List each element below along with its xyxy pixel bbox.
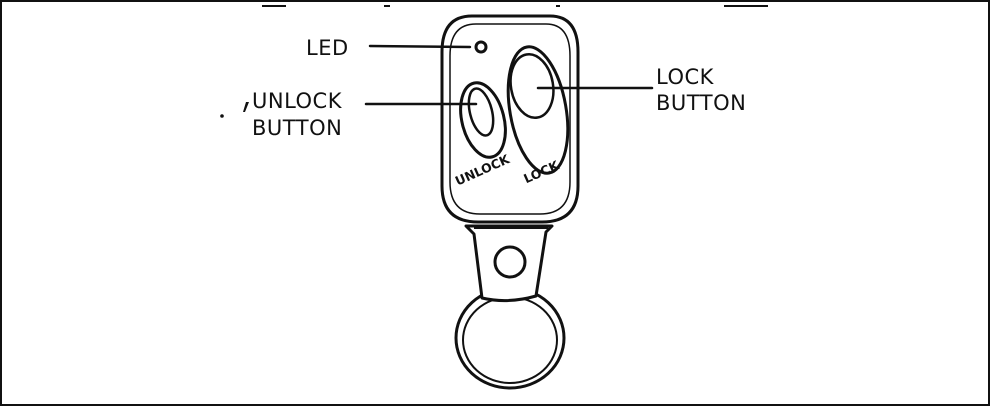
unlock-label-line2: BUTTON [252, 116, 342, 140]
led-leader-line [370, 46, 470, 47]
fob-strap [466, 226, 552, 301]
stray-marks [220, 102, 249, 118]
strap-hole [495, 247, 525, 277]
led-label: LED [306, 36, 349, 60]
key-ring [456, 288, 564, 388]
unlock-label-line1: UNLOCK [252, 89, 343, 113]
lock-label-line1: LOCK [656, 65, 715, 89]
lock-label-line2: BUTTON [656, 91, 746, 115]
led-indicator [476, 42, 486, 52]
